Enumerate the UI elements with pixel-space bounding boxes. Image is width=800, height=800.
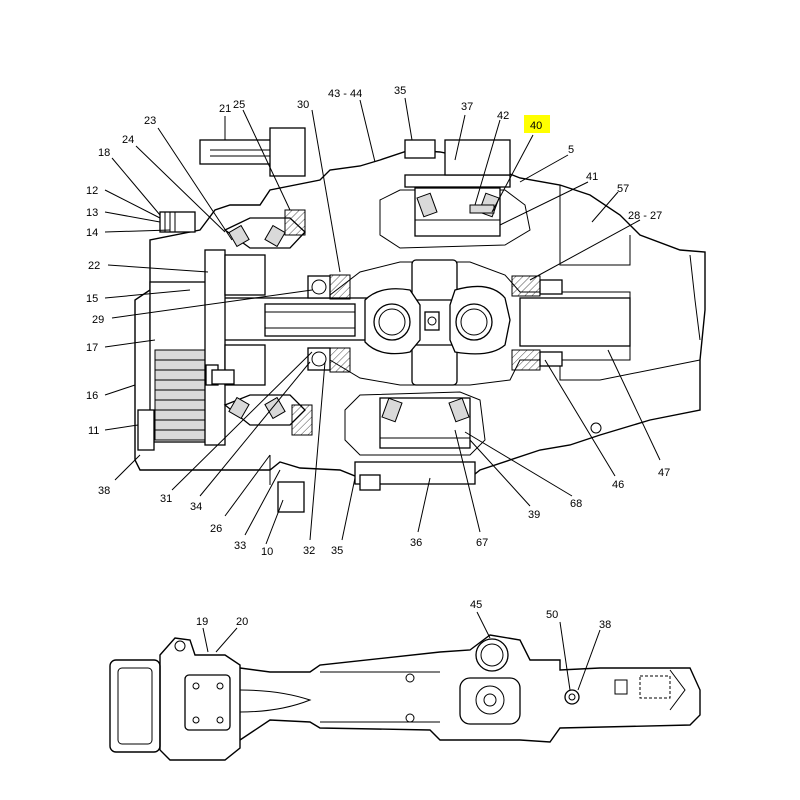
callout-42: 42 <box>497 110 509 122</box>
callout-5: 5 <box>568 144 574 156</box>
callout-30: 30 <box>297 99 309 111</box>
callout-47: 47 <box>658 467 670 479</box>
callout-23: 23 <box>144 115 156 127</box>
callout-12: 12 <box>86 185 98 197</box>
callout-43-44: 43 - 44 <box>328 88 362 100</box>
callout-32: 32 <box>303 545 315 557</box>
callout-40: 40 <box>530 120 542 132</box>
callout-36: 36 <box>410 537 422 549</box>
highlight-box <box>524 115 550 133</box>
callout-37: 37 <box>461 101 473 113</box>
callout-35-bottom: 35 <box>331 545 343 557</box>
callout-33: 33 <box>234 540 246 552</box>
callout-31: 31 <box>160 493 172 505</box>
upper-cross-section <box>134 127 706 513</box>
callout-50: 50 <box>546 609 558 621</box>
callout-18: 18 <box>98 147 110 159</box>
callout-41: 41 <box>586 171 598 183</box>
callout-24: 24 <box>122 134 134 146</box>
callout-46: 46 <box>612 479 624 491</box>
callout-20: 20 <box>236 616 248 628</box>
callout-29: 29 <box>92 314 104 326</box>
callout-22: 22 <box>88 260 100 272</box>
lower-assembly-view <box>109 611 701 761</box>
callout-38: 38 <box>98 485 110 497</box>
callout-10: 10 <box>261 546 273 558</box>
callout-19: 19 <box>196 616 208 628</box>
callout-25: 25 <box>233 99 245 111</box>
callout-17: 17 <box>86 342 98 354</box>
callout-67: 67 <box>476 537 488 549</box>
callout-14: 14 <box>86 227 98 239</box>
upper-leader-lines <box>104 97 661 545</box>
callout-13: 13 <box>86 207 98 219</box>
callout-16: 16 <box>86 390 98 402</box>
callout-11: 11 <box>88 425 99 437</box>
callout-21: 21 <box>219 103 231 115</box>
callout-68: 68 <box>570 498 582 510</box>
callout-39: 39 <box>528 509 540 521</box>
callout-labels: 21 25 30 43 - 44 35 37 42 40 5 41 57 28 … <box>86 85 670 631</box>
callout-45: 45 <box>470 599 482 611</box>
callout-26: 26 <box>210 523 222 535</box>
callout-57: 57 <box>617 183 629 195</box>
callout-35-top: 35 <box>394 85 406 97</box>
callout-38-lower: 38 <box>599 619 611 631</box>
callout-15: 15 <box>86 293 98 305</box>
callout-34: 34 <box>190 501 202 513</box>
callout-28-27: 28 - 27 <box>628 210 662 222</box>
